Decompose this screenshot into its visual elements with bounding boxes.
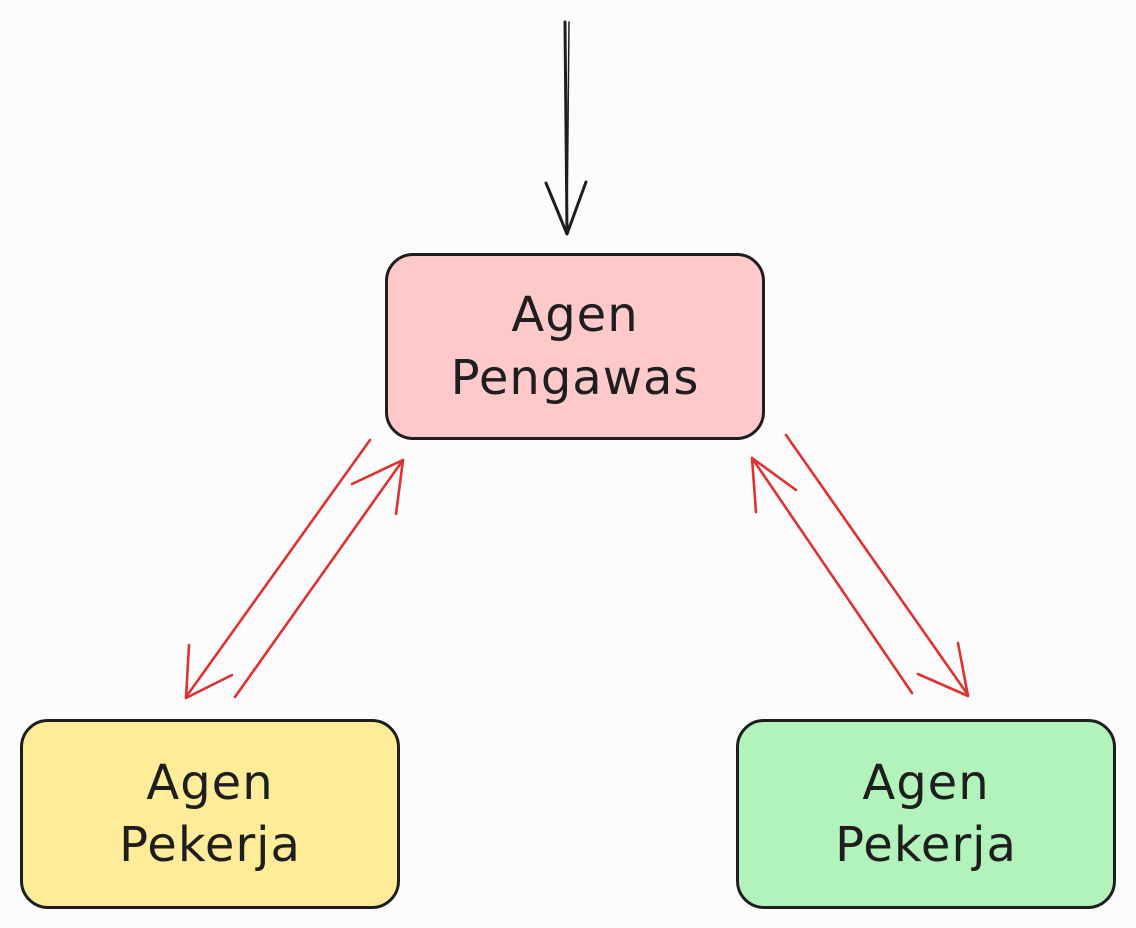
worker-agent-right-node: Agen Pekerja [736, 719, 1116, 909]
worker-agent-right-label-line1: Agen [862, 754, 990, 811]
edge-supervisor-to-worker-right [784, 433, 970, 698]
supervisor-agent-label-line2: Pengawas [450, 349, 700, 406]
supervisor-agent-node: Agen Pengawas [385, 253, 765, 440]
edge-worker-right-to-supervisor [750, 456, 914, 695]
edge-worker-left-to-supervisor [233, 458, 405, 699]
worker-agent-left-label-line2: Pekerja [119, 817, 301, 873]
input-arrow [544, 20, 588, 236]
supervisor-agent-label-line1: Agen [511, 287, 639, 344]
worker-agent-right-label-line2: Pekerja [835, 817, 1017, 873]
worker-agent-left-node: Agen Pekerja [20, 719, 400, 909]
worker-agent-left-label-line1: Agen [146, 754, 274, 811]
edge-supervisor-to-worker-left [184, 438, 372, 700]
